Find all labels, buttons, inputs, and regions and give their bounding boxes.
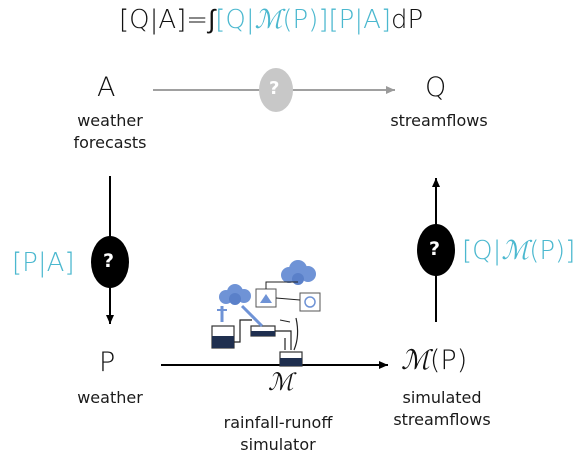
edge-mp-to-q-label-open: [Q| [462, 236, 502, 266]
equation-lhs: [Q|A]=∫ [119, 5, 216, 35]
cloud-icon [219, 284, 251, 305]
node-q-label: streamflows [390, 111, 488, 130]
node-m-label: rainfall-runoff simulator [223, 413, 333, 454]
node-a-symbol: A [97, 72, 116, 103]
equation-term1-close: (P)] [282, 5, 329, 35]
uncertainty-badge-right [417, 224, 455, 276]
edge-mp-to-q-label: [Q|ℳ(P)] [462, 236, 575, 266]
edge-mp-to-q-label-close: (P)] [529, 236, 576, 266]
node-mp-symbol: ℳ(P) [401, 345, 467, 376]
equation-term1-m: ℳ [254, 5, 283, 35]
cloud-icon [281, 260, 316, 285]
equation-term2: [P|A] [328, 5, 392, 35]
simulator-icon [211, 260, 321, 367]
node-mp-m: ℳ [401, 345, 430, 376]
equation-tail: dP [391, 5, 424, 35]
equation: [Q|A]=∫[Q|ℳ(P)][P|A]dP [119, 4, 423, 35]
node-q-symbol: Q [425, 72, 447, 103]
uncertainty-badge-left [91, 236, 129, 288]
equation-term1-open: [Q| [215, 5, 255, 35]
node-m-symbol: ℳ [268, 368, 294, 396]
badge-right-question: ? [429, 238, 441, 260]
edge-a-to-p-label: [P|A] [12, 248, 75, 278]
equation-term1: [Q|ℳ(P)] [215, 5, 328, 35]
node-p-label: weather [77, 388, 143, 407]
edge-mp-to-q-label-m: ℳ [501, 236, 530, 266]
node-mp-rest: (P) [429, 345, 468, 376]
badge-grey-question: ? [269, 78, 280, 99]
node-a-label: weather forecasts [73, 111, 147, 152]
badge-left-question: ? [103, 250, 115, 272]
node-p-symbol: P [99, 347, 116, 378]
node-mp-label: simulated streamflows [393, 388, 491, 429]
uncertainty-badge-grey [259, 68, 293, 112]
